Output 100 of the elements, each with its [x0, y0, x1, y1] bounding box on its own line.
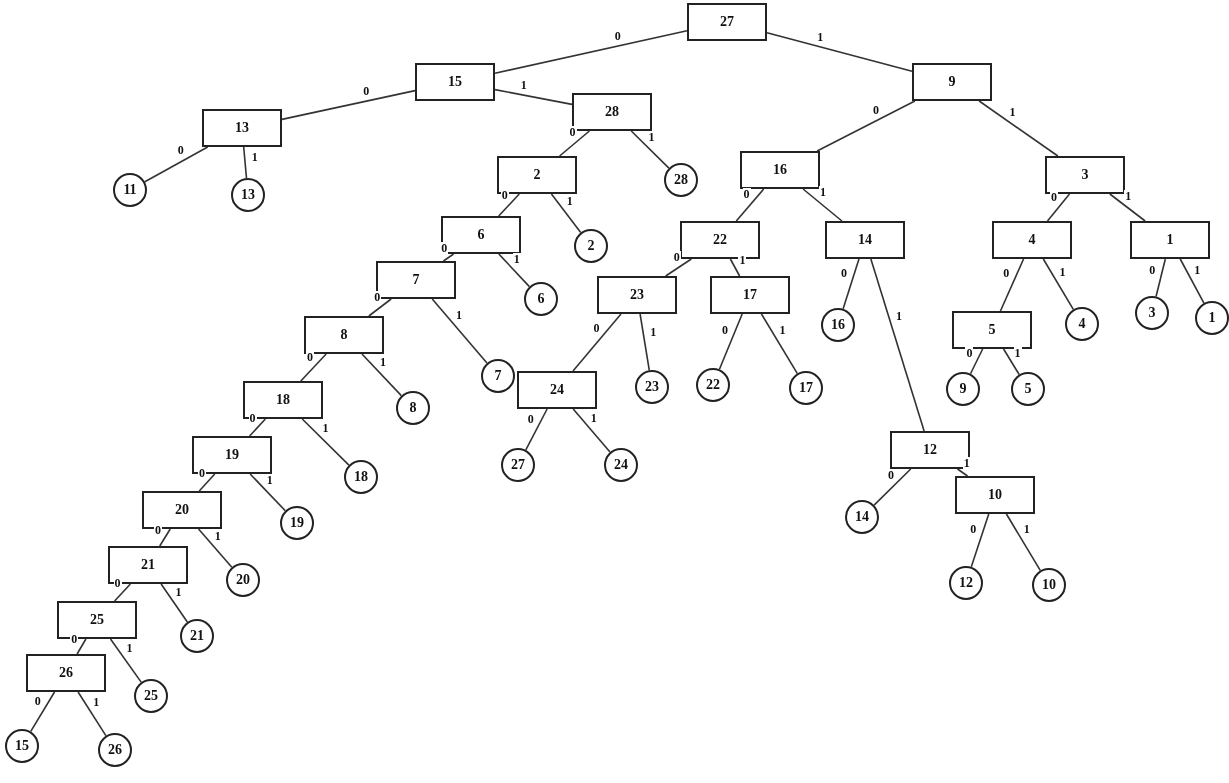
- tree-edge: [718, 313, 743, 371]
- tree-edge: [1002, 348, 1020, 376]
- edge-label: 0: [965, 347, 974, 360]
- edge-label: 1: [455, 308, 463, 321]
- leaf-circle: 25: [134, 679, 168, 713]
- tree-edge: [1109, 193, 1146, 222]
- tree-node-box: 1: [1130, 221, 1210, 259]
- tree-edge: [978, 100, 1059, 157]
- leaf-circle: 13: [231, 178, 265, 212]
- tree-edge: [76, 638, 87, 655]
- edge-label: 1: [1193, 263, 1202, 276]
- edge-label: 0: [592, 321, 601, 334]
- edge-label: 1: [819, 186, 827, 199]
- tree-edge: [497, 193, 521, 217]
- edge-label: 0: [197, 467, 206, 480]
- tree-edge: [300, 353, 327, 382]
- tree-edge: [160, 583, 189, 623]
- tree-node-box: 26: [26, 654, 106, 692]
- edge-label: 1: [738, 254, 747, 267]
- edge-label: 1: [649, 326, 658, 339]
- tree-edge: [113, 583, 132, 602]
- edge-label: 1: [512, 252, 521, 265]
- leaf-circle: 8: [396, 391, 430, 425]
- edge-label: 1: [565, 195, 574, 208]
- tree-node-box: 3: [1045, 156, 1125, 194]
- tree-edge: [361, 353, 403, 397]
- leaf-circle: 1: [1195, 301, 1229, 335]
- edge-label: 0: [672, 250, 681, 263]
- tree-edge: [249, 473, 287, 512]
- edge-label: 0: [176, 144, 185, 157]
- tree-edge: [802, 188, 843, 222]
- leaf-circle: 7: [481, 359, 515, 393]
- tree-edge: [766, 31, 913, 73]
- edge-label: 1: [778, 323, 787, 336]
- leaf-circle: 20: [226, 563, 260, 597]
- leaf-circle: 16: [821, 308, 855, 342]
- tree-edge: [870, 258, 925, 432]
- tree-edge: [630, 130, 670, 169]
- edge-label: 1: [895, 310, 904, 323]
- edge-label: 0: [872, 103, 881, 116]
- leaf-circle: 11: [113, 173, 147, 207]
- leaf-circle: 21: [180, 619, 214, 653]
- tree-edge: [494, 88, 573, 106]
- tree-edge: [760, 313, 799, 375]
- edge-label: 0: [1050, 191, 1059, 204]
- tree-edge: [1005, 513, 1042, 572]
- tree-edge: [158, 528, 172, 547]
- tree-edge: [197, 528, 233, 568]
- leaf-circle: 14: [845, 500, 879, 534]
- edge-label: 0: [373, 291, 382, 303]
- tree-edge: [77, 691, 107, 737]
- tree-edge: [494, 30, 688, 74]
- leaf-circle: 19: [280, 506, 314, 540]
- tree-edge: [735, 188, 765, 222]
- tree-node-box: 13: [202, 109, 282, 147]
- edge-label: 0: [440, 242, 449, 255]
- leaf-circle: 22: [696, 368, 730, 402]
- tree-edge: [873, 468, 912, 506]
- tree-node-box: 17: [710, 276, 790, 314]
- tree-edge: [969, 348, 984, 375]
- tree-edge: [956, 468, 969, 477]
- edge-label: 0: [33, 694, 42, 707]
- leaf-circle: 9: [946, 372, 980, 406]
- leaf-circle: 15: [5, 729, 39, 763]
- edge-label: 1: [1008, 106, 1017, 119]
- edge-label: 0: [969, 523, 978, 536]
- tree-node-box: 15: [415, 63, 495, 101]
- leaf-circle: 24: [604, 448, 638, 482]
- tree-node-box: 9: [912, 63, 992, 101]
- edge-label: 1: [1058, 265, 1067, 278]
- edge-label: 1: [174, 585, 183, 598]
- edge-label: 0: [248, 412, 257, 425]
- tree-edge: [242, 146, 248, 179]
- tree-edge: [144, 146, 209, 183]
- edge-label: 1: [92, 695, 101, 708]
- edge-label: 0: [613, 29, 622, 42]
- tree-node-box: 23: [597, 276, 677, 314]
- tree-edge: [664, 258, 693, 277]
- edge-label: 0: [886, 468, 895, 481]
- leaf-circle: 2: [574, 229, 608, 263]
- tree-edge: [999, 258, 1025, 312]
- tree-node-box: 16: [740, 151, 820, 189]
- tree-edge: [109, 638, 142, 683]
- tree-edge: [729, 258, 741, 277]
- tree-edge: [816, 100, 916, 152]
- leaf-circle: 18: [344, 460, 378, 494]
- tree-edge: [498, 253, 531, 288]
- edge-label: 1: [265, 473, 274, 486]
- edge-label: 0: [742, 187, 751, 200]
- tree-node-box: 5: [952, 311, 1032, 349]
- tree-edge: [442, 253, 455, 262]
- tree-node-box: 4: [992, 221, 1072, 259]
- leaf-circle: 23: [635, 370, 669, 404]
- tree-edge: [572, 408, 611, 453]
- edge-label: 0: [113, 577, 122, 590]
- edge-label: 0: [721, 323, 729, 336]
- edge-label: 1: [213, 529, 222, 542]
- tree-node-box: 24: [517, 371, 597, 409]
- edge-label: 0: [526, 412, 535, 425]
- leaf-circle: 17: [789, 371, 823, 405]
